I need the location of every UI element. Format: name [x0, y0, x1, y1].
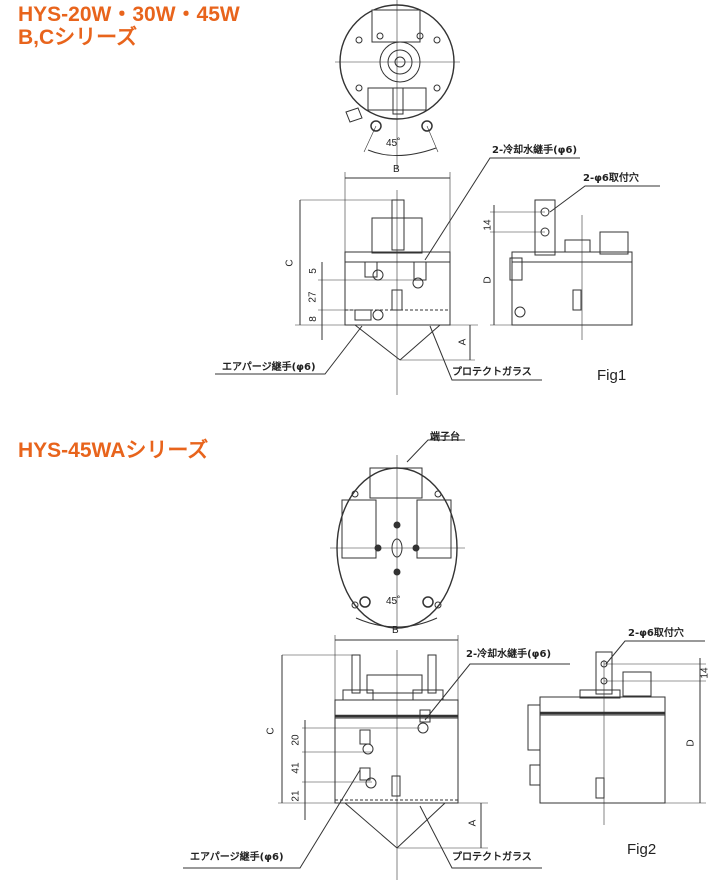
cooling-water-fitting-label: 2-冷却水継手(φ6) — [492, 145, 578, 156]
air-purge-fitting-label-2: エアパージ継手(φ6) — [190, 852, 284, 863]
dim-b-2: B — [392, 625, 399, 636]
series-title-2: HYS-45WAシリーズ — [18, 439, 209, 462]
mounting-holes-label: 2-φ6取付穴 — [583, 173, 639, 184]
dim-c-2: C — [265, 727, 277, 735]
fig2-top-view — [330, 439, 465, 630]
fig2-label: Fig2 — [627, 841, 657, 858]
dim-21: 21 — [290, 790, 302, 802]
protect-glass-label-2: プロテクトガラス — [452, 852, 532, 863]
fig1-top-view — [335, 0, 460, 170]
angle-label-2: 45˚ — [386, 596, 401, 607]
dim-d: D — [482, 276, 494, 284]
terminal-block-label: 端子台 — [430, 432, 460, 443]
dim-20: 20 — [290, 734, 302, 746]
fig1-side-view — [490, 185, 660, 340]
dim-a-2: A — [467, 819, 479, 827]
dim-14-2: 14 — [699, 667, 711, 679]
dim-41: 41 — [290, 762, 302, 774]
protect-glass-label: プロテクトガラス — [452, 367, 532, 378]
fig1-label: Fig1 — [597, 367, 627, 384]
fig2-side-view — [527, 640, 706, 825]
dim-5: 5 — [307, 268, 319, 274]
fig1-front-view — [215, 157, 580, 395]
series-title-1: HYS-20W・30W・45W — [18, 3, 240, 26]
dim-27: 27 — [307, 291, 319, 303]
cooling-water-fitting-label-2: 2-冷却水継手(φ6) — [466, 649, 552, 660]
fig2-front-view — [183, 635, 570, 880]
dim-d-2: D — [685, 739, 697, 747]
dim-a: A — [457, 338, 469, 346]
dim-8: 8 — [307, 316, 319, 322]
dim-c: C — [284, 259, 296, 267]
air-purge-fitting-label: エアパージ継手(φ6) — [222, 362, 316, 373]
dim-14: 14 — [482, 219, 494, 231]
series-subtitle-1: B,Cシリーズ — [18, 26, 138, 49]
angle-label: 45˚ — [386, 138, 401, 149]
dim-b: B — [393, 164, 400, 175]
mounting-holes-label-2: 2-φ6取付穴 — [628, 628, 684, 639]
